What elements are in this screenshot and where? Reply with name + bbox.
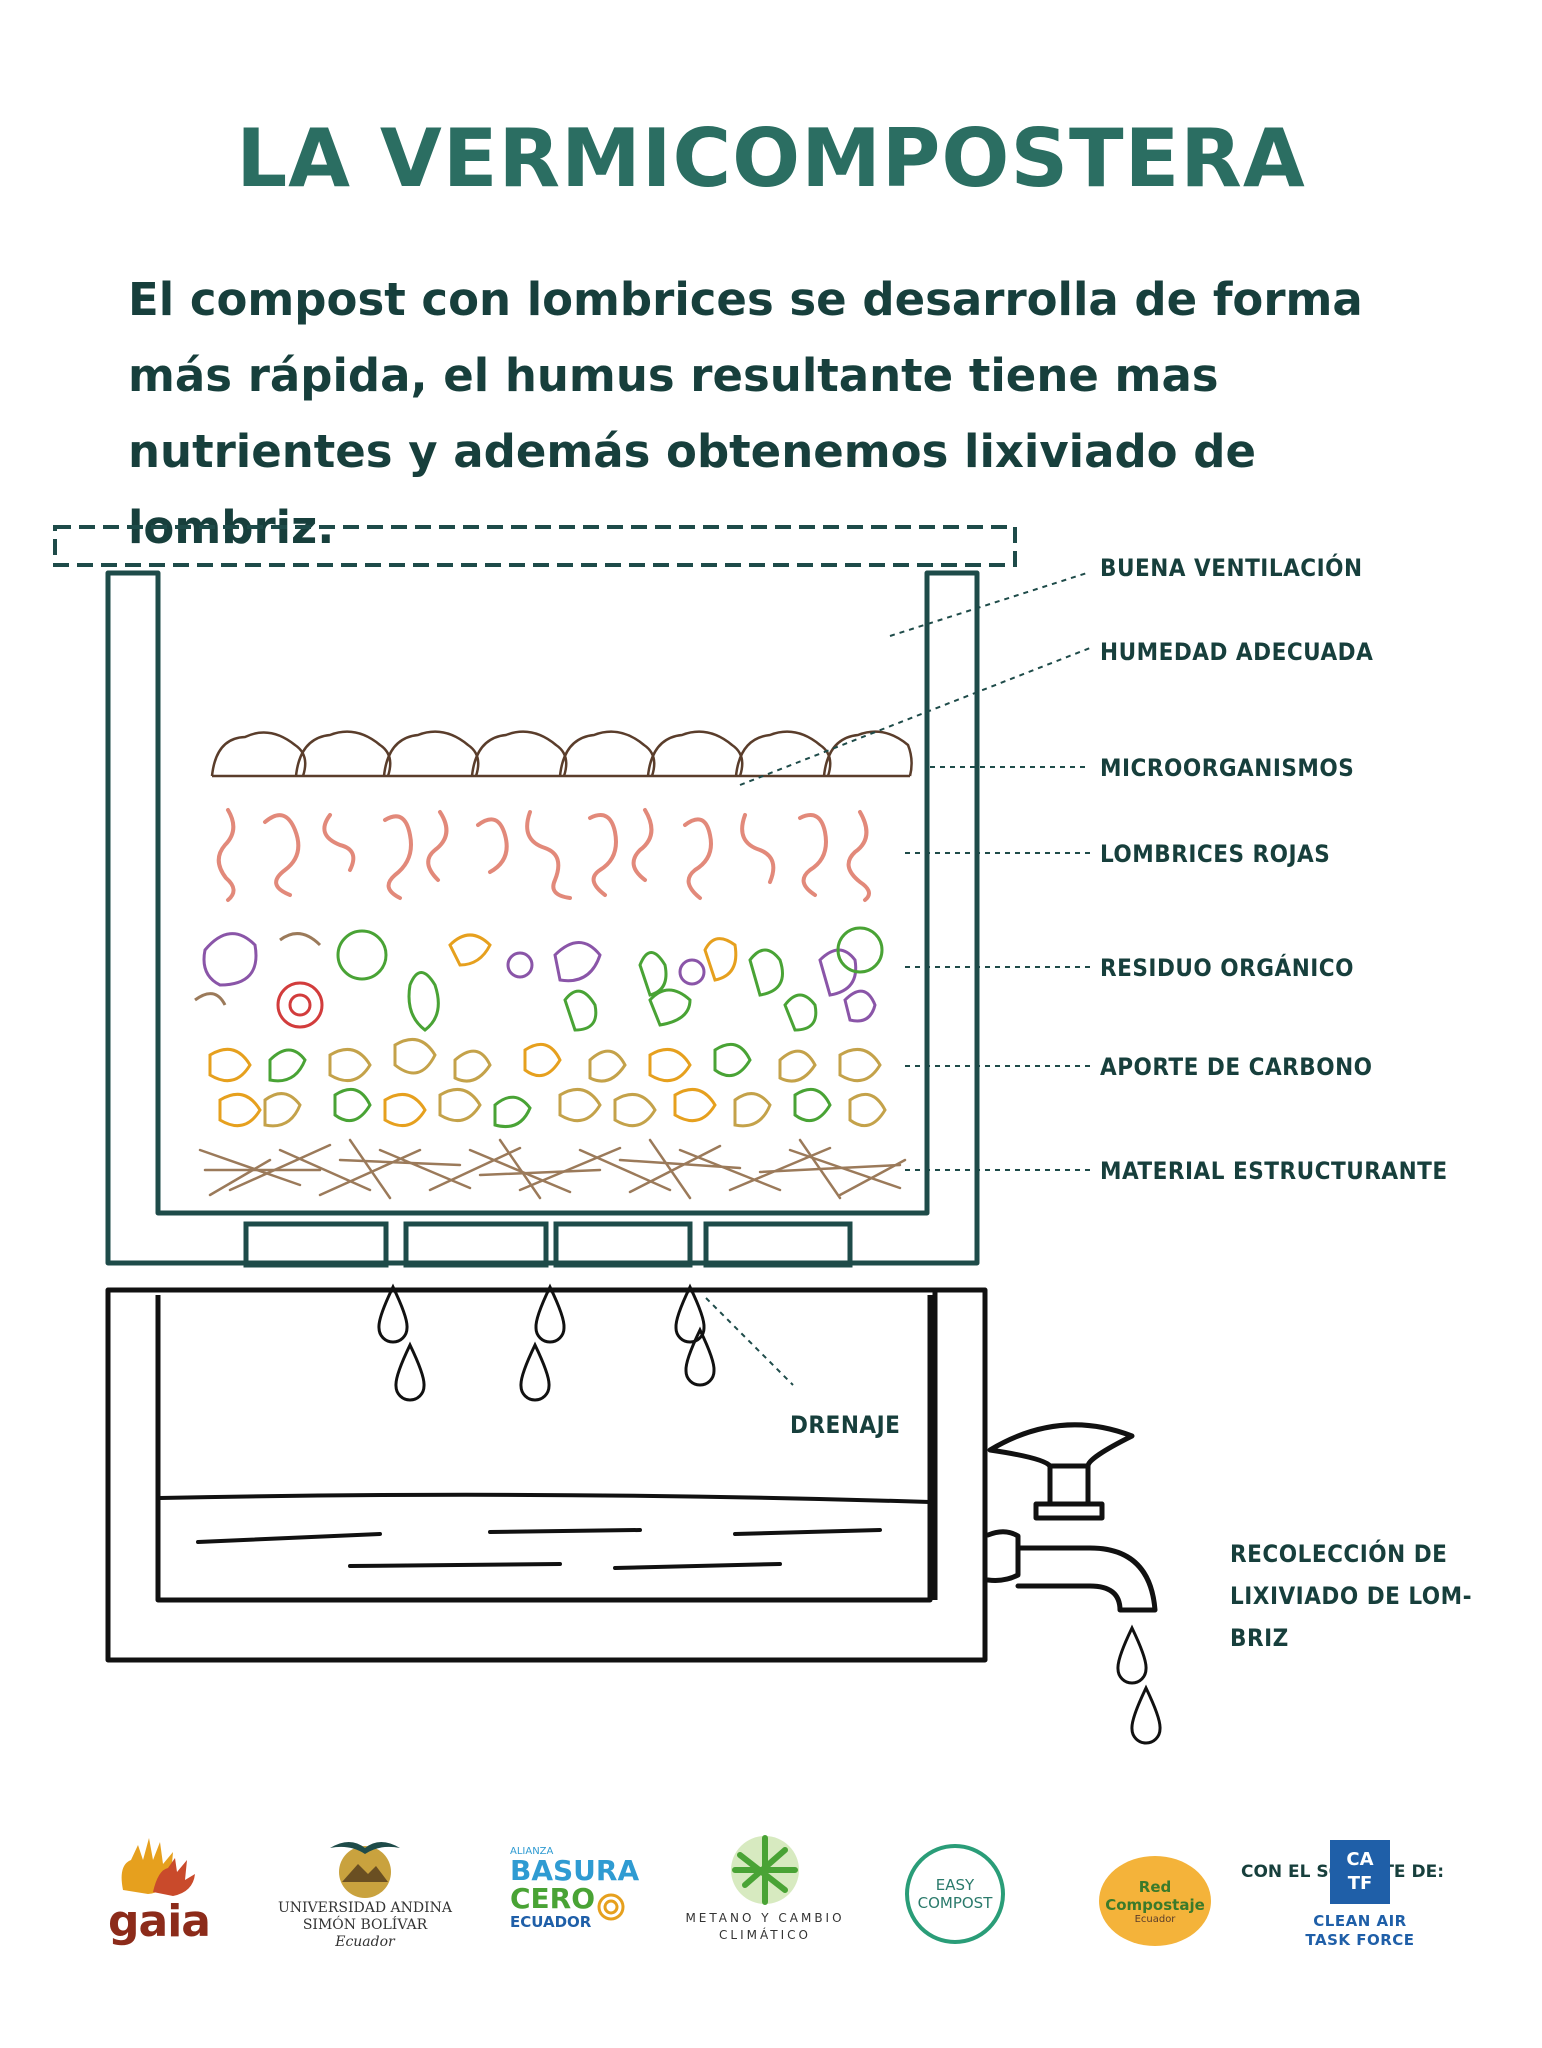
gaia-wordmark: gaia (108, 1896, 211, 1947)
drop-icons (377, 1283, 1162, 1745)
catf-badge: CA TF (1330, 1840, 1390, 1904)
drain-slot (553, 1221, 693, 1268)
uasb-name-2: SIMÓN BOLÍVAR (302, 1917, 428, 1933)
leachate-lines (196, 1528, 882, 1570)
red-compostaje-logo: Red Compostaje Ecuador (1095, 1830, 1215, 1990)
page-title: LA VERMICOMPOSTERA (236, 112, 1306, 205)
spiral-icon (597, 1893, 625, 1921)
label-microorganismos: MICROORGANISMOS (1100, 754, 1354, 782)
label-carbono: APORTE DE CARBONO (1100, 1053, 1373, 1081)
label-recoleccion-3: BRIZ (1230, 1624, 1289, 1652)
vermicomposter-diagram: BUENA VENTILACIÓN HUMEDAD ADECUADA MICRO… (53, 525, 1472, 1745)
red-compostaje-badge: Red Compostaje Ecuador (1099, 1856, 1211, 1946)
red-compostaje-line-2: Compostaje (1105, 1895, 1205, 1914)
label-recoleccion-1: RECOLECCIÓN DE (1230, 1538, 1447, 1568)
uasb-logo: UNIVERSIDAD ANDINA SIMÓN BOLÍVAR Ecuador (270, 1830, 460, 1990)
lid-outline (53, 525, 1017, 567)
easy-compost-badge: EASY COMPOST (905, 1844, 1005, 1944)
basura-cero-line-4: ECUADOR (510, 1913, 592, 1931)
label-residuo: RESIDUO ORGÁNICO (1100, 953, 1354, 982)
uasb-emblem-icon (330, 1842, 400, 1898)
catf-badge-line-1: CA (1346, 1849, 1374, 1870)
molecule-icon (731, 1835, 799, 1905)
hands-icon (121, 1838, 195, 1896)
red-worms-layer (216, 808, 871, 902)
twigs-layer (198, 1138, 907, 1200)
catf-text-1: CLEAN AIR (1313, 1912, 1407, 1930)
upper-bin-frame (105, 570, 980, 1266)
drain-slot (403, 1221, 549, 1268)
carbon-leaves-layer (208, 1037, 887, 1129)
red-compostaje-line-1: Red (1138, 1877, 1172, 1896)
label-ventilacion: BUENA VENTILACIÓN (1100, 552, 1363, 582)
basura-cero-line-3: CERO (510, 1882, 596, 1915)
label-recoleccion-2: LIXIVIADO DE LOM- (1230, 1582, 1472, 1610)
easy-compost-line-2: COMPOST (917, 1894, 993, 1912)
drain-slot (243, 1221, 389, 1268)
catf-text-2: TASK FORCE (1305, 1931, 1415, 1949)
leachate-surface (159, 1492, 931, 1504)
label-drenaje: DRENAJE (790, 1411, 900, 1439)
basura-cero-line-2: BASURA (510, 1854, 640, 1887)
uasb-name-3: Ecuador (335, 1934, 395, 1950)
catf-logo: CA TF CLEAN AIR TASK FORCE (1290, 1830, 1430, 1990)
label-lombrices: LOMBRICES ROJAS (1100, 840, 1330, 868)
humus-layer (210, 730, 913, 778)
red-compostaje-line-3: Ecuador (1134, 1913, 1176, 1925)
basura-cero-logo: ALIANZA BASURA CERO ECUADOR (505, 1830, 640, 1990)
basura-cero-line-1: ALIANZA (510, 1846, 554, 1857)
label-humedad: HUMEDAD ADECUADA (1100, 638, 1373, 666)
organic-waste-layer (194, 926, 884, 1032)
metano-text-2: CLIMÁTICO (719, 1928, 811, 1942)
catf-badge-line-2: TF (1347, 1873, 1373, 1894)
easy-compost-line-1: EASY (935, 1876, 975, 1894)
drain-slot (703, 1221, 853, 1268)
leader-lines (705, 571, 1091, 1386)
gaia-logo: gaia (108, 1830, 211, 1990)
label-estructurante: MATERIAL ESTRUCTURANTE (1100, 1157, 1448, 1185)
lower-tray-frame (105, 1287, 988, 1663)
easy-compost-logo: EASY COMPOST (900, 1830, 1010, 1990)
metano-text-1: METANO Y CAMBIO (685, 1911, 845, 1925)
faucet-icon (985, 1422, 1158, 1613)
metano-logo: METANO Y CAMBIO CLIMÁTICO (680, 1830, 850, 1990)
uasb-name-1: UNIVERSIDAD ANDINA (277, 1900, 453, 1916)
